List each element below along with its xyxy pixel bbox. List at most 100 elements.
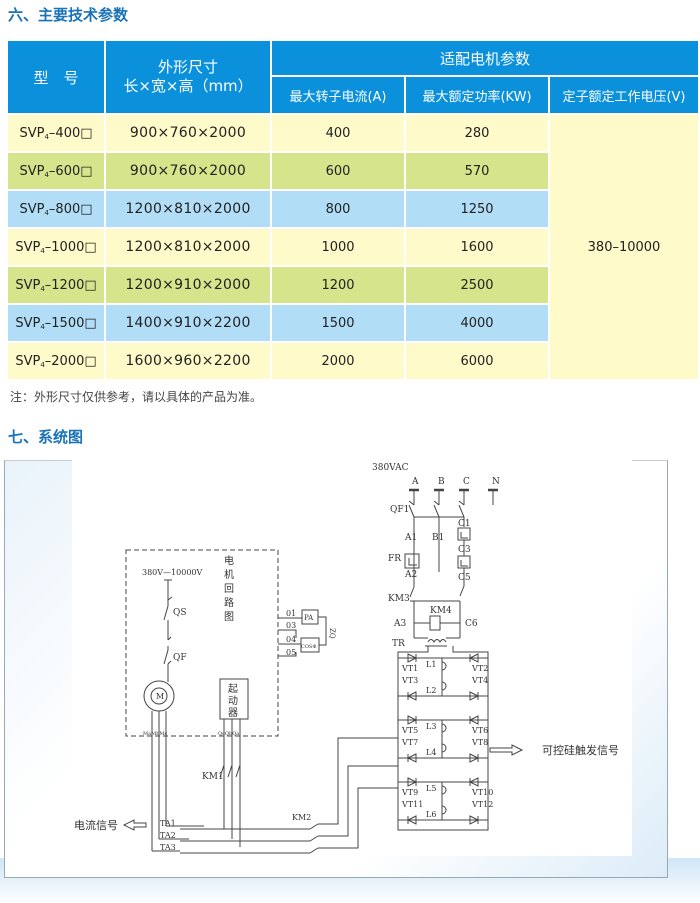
current-signal-label: 电流信号 [74,818,118,832]
section-title-tech-params: 六、主要技术参数 [8,6,129,24]
svg-text:05: 05 [286,648,296,657]
svg-text:01: 01 [286,609,296,618]
current-signal-arrow-icon [122,819,147,831]
component-label: L4 [426,748,436,757]
component-label: VT1 [401,664,418,673]
rotor-current-cell: 1200 [272,267,404,303]
rated-power-cell: 6000 [406,343,548,379]
svg-text:图: 图 [224,611,234,623]
svg-text:03: 03 [286,621,296,630]
component-label: L6 [426,810,436,819]
starter-terminals: QcQbQa [218,731,239,737]
ta3-label: TA3 [160,843,176,852]
section-title-system-diagram: 七、系统图 [8,428,84,446]
diagram-canvas: 380VAC A B C N QF1 C1 C3 C5 A1 B1 FR [72,460,632,856]
header-dims-line2: 长×宽×高（mm） [123,77,253,95]
starter-box [219,678,249,720]
header-rotor-current: 最大转子电流(A) [272,77,404,113]
phase-terminals: A B C N [409,477,500,505]
rated-power-cell: 280 [406,115,548,151]
component-label: VT2 [471,664,488,673]
header-stator-voltage: 定子额定工作电压(V) [550,77,698,113]
km3-label: KM3 [388,594,410,604]
rotor-current-cell: 1500 [272,305,404,341]
thyristor-icon [407,777,418,787]
motor-symbol: M [156,692,164,701]
model-cell: SVP4–600□ [8,153,104,189]
svg-text:PA: PA [304,614,314,622]
rated-power-cell: 4000 [406,305,548,341]
component-label: VT7 [401,738,418,747]
rotor-current-cell: 2000 [272,343,404,379]
component-label: VT5 [401,726,418,735]
header-rated-power: 最大额定功率(KW) [406,77,548,113]
thyristor-icon [406,691,417,701]
km1-label: KM1 [202,772,224,782]
rated-power-cell: 1250 [406,191,548,227]
km2-label: KM2 [292,813,311,822]
header-motor-params: 适配电机参数 [272,41,698,75]
model-cell: SVP4–1200□ [8,267,104,303]
supply-label: 380VAC [372,463,409,473]
model-cell: SVP4–2000□ [8,343,104,379]
thyristor-icon [468,653,479,663]
dimensions-cell: 1200×810×2000 [106,191,270,227]
component-label: L5 [426,784,436,793]
phase-n: N [492,477,500,487]
transformer-coil [427,639,447,643]
ta2-label: TA2 [160,831,176,840]
thyristor-icon [468,777,479,787]
trigger-arrow-icon [489,744,524,756]
thyristor-icon [469,753,480,763]
footnote: 注：外形尺寸仅供参考，请以具体的产品为准。 [10,390,263,404]
component-label: L2 [426,686,436,695]
rotor-current-cell: 600 [272,153,404,189]
a3-label: A3 [393,619,406,629]
dimensions-cell: 1200×910×2000 [106,267,270,303]
rotor-current-cell: 1000 [272,229,404,265]
model-cell: SVP4–1000□ [8,229,104,265]
component-label: VT8 [471,738,488,747]
circuit-diagram: 380VAC A B C N QF1 C1 C3 C5 A1 B1 FR [74,463,619,854]
thyristor-icon [469,691,480,701]
qf1-label: QF1 [390,505,409,515]
component-label: VT4 [471,676,488,685]
dimensions-cell: 1200×810×2000 [106,229,270,265]
dimensions-cell: 1600×960×2200 [106,343,270,379]
fr-label: FR [388,554,401,564]
svg-text:电: 电 [224,554,234,567]
motor-voltage-label: 380V—10000V [142,568,202,577]
component-label: L1 [426,660,436,669]
trigger-signal-label: 可控硅触发信号 [542,743,619,757]
zq-label: ZQ [328,628,336,639]
dimensions-cell: 900×760×2000 [106,153,270,189]
thyristor-icon [407,653,418,663]
inductor-icon [441,785,447,815]
phase-b: B [438,477,445,487]
component-label: VT11 [401,800,423,809]
inductor-icon [441,723,447,753]
thyristor-icon [469,815,480,825]
model-cell: SVP4–800□ [8,191,104,227]
inductor-icon [441,661,447,691]
model-cell: SVP4–1500□ [8,305,104,341]
tr-label: TR [392,639,405,649]
spec-table: 型 号 外形尺寸 长×宽×高（mm） 适配电机参数 最大转子电流(A) 最大额定… [6,39,700,381]
svg-text:04: 04 [286,635,296,644]
header-dimensions: 外形尺寸 长×宽×高（mm） [106,41,270,113]
thyristor-icon [407,715,418,725]
qf-label: QF [173,653,187,663]
component-label: VT6 [471,726,488,735]
c1-label: C1 [458,519,471,529]
svg-text:路: 路 [224,596,234,609]
component-label: L3 [426,722,436,731]
svg-text:回: 回 [224,583,234,595]
thyristor-icon [406,753,417,763]
header-dims-line1: 外形尺寸 [157,58,218,76]
